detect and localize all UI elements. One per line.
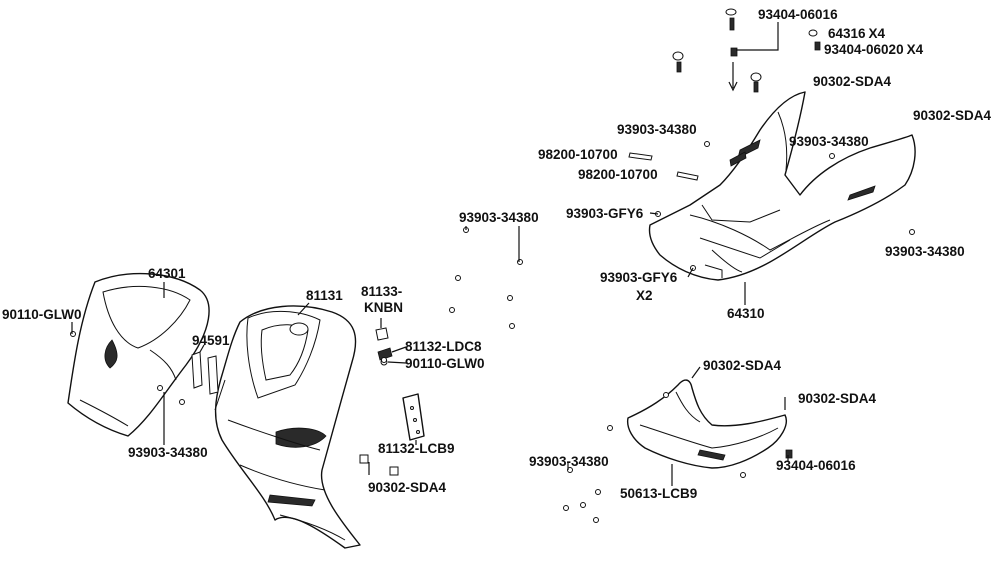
bolts	[676, 17, 821, 459]
label-98200-10700-a: 98200-10700	[538, 147, 618, 162]
inner-cover-81131	[214, 305, 361, 549]
label-93903-gfy6-b: 93903-GFY6	[600, 270, 678, 285]
label-qty-x2: X2	[636, 288, 653, 303]
under-cover-50613-lcb9	[626, 379, 787, 469]
label-90302-sda4-e: 90302-SDA4	[798, 391, 877, 406]
label-90302-sda4-d: 90302-SDA4	[703, 358, 782, 373]
pins-98200-10700	[628, 152, 699, 181]
label-64310: 64310	[727, 306, 765, 321]
rubber-grommets-64316	[672, 8, 818, 82]
label-93903-34380-c: 93903-34380	[459, 210, 539, 225]
screws	[70, 141, 915, 523]
label-90302-sda4-c: 90302-SDA4	[368, 480, 447, 495]
label-81132-ldc8: 81132-LDC8	[405, 339, 482, 354]
label-90302-sda4-b: 90302-SDA4	[913, 108, 992, 123]
label-81133-line2: KNBN	[364, 300, 403, 315]
reflector-94591	[191, 351, 219, 395]
front-shield-64301	[67, 272, 210, 437]
label-50613-lcb9: 50613-LCB9	[620, 486, 697, 501]
floor-cover-64310	[648, 91, 916, 281]
label-93903-gfy6-a: 93903-GFY6	[566, 206, 644, 221]
label-93404-06016: 93404-06016	[758, 7, 838, 22]
label-94591: 94591	[192, 333, 230, 348]
label-93903-34380-f: 93903-34380	[529, 454, 609, 469]
label-81132-lcb9: 81132-LCB9	[378, 441, 455, 456]
plate-81132-lcb9	[402, 393, 425, 441]
label-93903-34380-e: 93903-34380	[128, 445, 208, 460]
label-90110-glw0-a: 90110-GLW0	[2, 307, 82, 322]
label-90302-sda4-a: 90302-SDA4	[813, 74, 892, 89]
label-64301: 64301	[148, 266, 186, 281]
bracket-81133-knbn	[375, 327, 389, 341]
label-90110-glw0-b: 90110-GLW0	[405, 356, 485, 371]
label-93903-34380-d: 93903-34380	[885, 244, 965, 259]
label-81133-line1: 81133-	[361, 284, 402, 299]
label-93903-34380-a: 93903-34380	[617, 122, 697, 137]
label-93404-06016-b: 93404-06016	[776, 458, 856, 473]
label-98200-10700-b: 98200-10700	[578, 167, 658, 182]
label-81131: 81131	[306, 288, 343, 303]
label-93903-34380-b: 93903-34380	[789, 134, 869, 149]
clip-90302-sda4	[359, 454, 399, 476]
leader-lines	[71, 22, 789, 486]
